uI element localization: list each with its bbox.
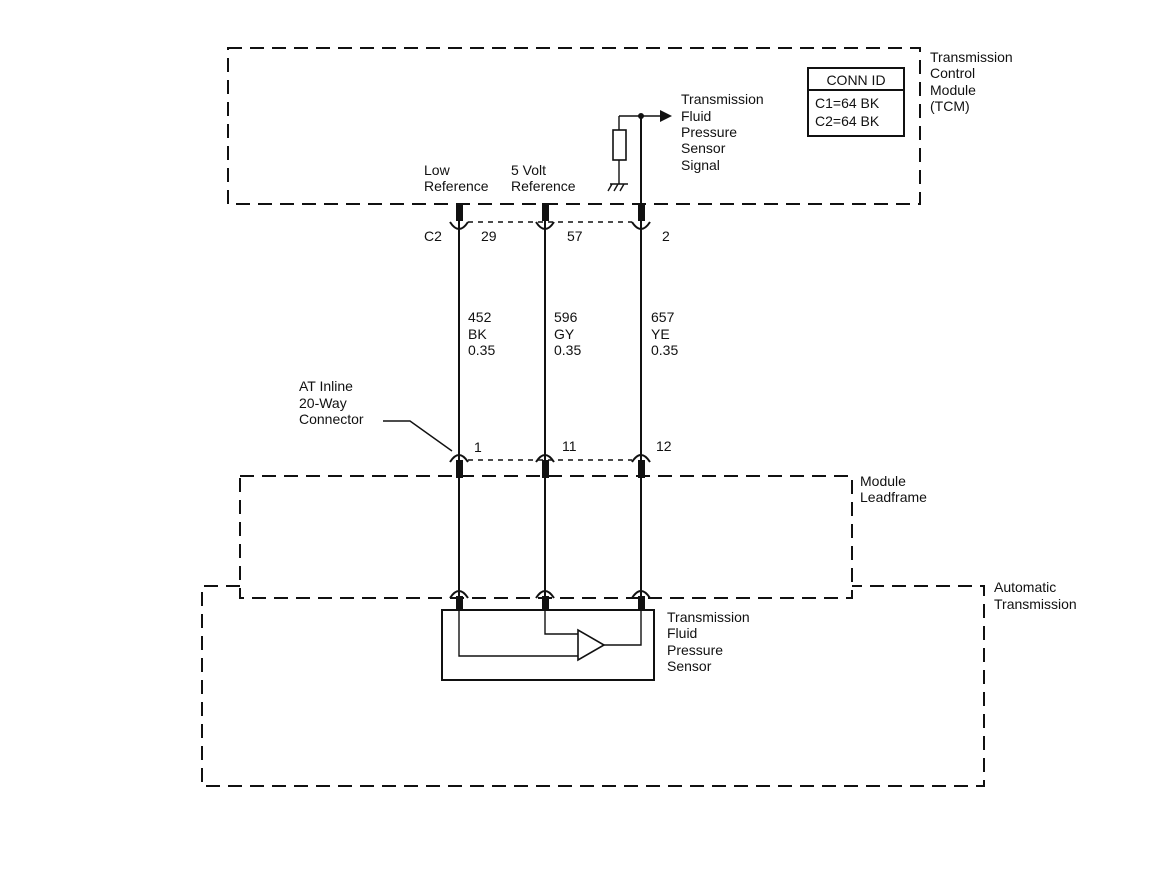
leader-line	[383, 420, 453, 452]
tfp-signal-label: Transmission Fluid Pressure Sensor Signa…	[681, 91, 764, 173]
transmission-label-line: Transmission	[994, 596, 1077, 612]
pin-number: 12	[656, 438, 672, 454]
wire-circuit: 657	[651, 309, 675, 325]
tcm-label-line: Control	[930, 65, 975, 81]
conn-id-table: CONN ID C1=64 BK C2=64 BK	[807, 67, 905, 137]
low-reference-label: Low Reference	[424, 162, 489, 194]
pin-number: 11	[562, 438, 577, 454]
wire-color: BK	[468, 326, 487, 342]
transmission-box	[201, 585, 985, 787]
connector-pin-icon	[535, 203, 555, 230]
pin-number: 29	[481, 228, 497, 244]
connector-pin-icon	[449, 454, 469, 478]
sensor-label-line: Transmission	[667, 609, 750, 625]
pull-down-resistor	[612, 115, 641, 184]
sensor-internal-wire	[604, 610, 642, 646]
inline-connector-label-line: Connector	[299, 411, 364, 427]
wire-gauge: 0.35	[468, 342, 495, 358]
pin-number: 1	[474, 439, 482, 455]
tcm-connector-c2: C2 29 57 2	[424, 203, 670, 244]
tcm-label-line: (TCM)	[930, 98, 970, 114]
transmission-label: Automatic Transmission	[994, 579, 1077, 612]
sensor-connector	[449, 590, 651, 610]
signal-label-line: Signal	[681, 157, 720, 173]
connector-pin-icon	[535, 590, 555, 610]
wire-color: YE	[651, 326, 670, 342]
signal-arrow-icon	[638, 110, 672, 122]
five-volt-reference-label: 5 Volt Reference	[511, 162, 576, 194]
signal-label-line: Sensor	[681, 140, 726, 156]
sensor-label-line: Sensor	[667, 658, 712, 674]
sensor-label: Transmission Fluid Pressure Sensor	[667, 609, 750, 674]
amplifier-icon	[577, 628, 606, 662]
sensor-internal-wire	[544, 610, 578, 635]
inline-connector: 1 11 12	[449, 438, 672, 478]
signal-label-line: Reference	[511, 178, 576, 194]
tcm-label-line: Module	[930, 82, 976, 98]
leadframe-label-line: Leadframe	[860, 489, 927, 505]
tcm-label-line: Transmission	[930, 49, 1013, 65]
connector-pin-icon	[449, 203, 469, 230]
tcm-box	[227, 47, 921, 205]
signal-label-line: Low	[424, 162, 451, 178]
leadframe-label: Module Leadframe	[860, 473, 927, 505]
resistor-body	[612, 129, 627, 161]
pin-number: 2	[662, 228, 670, 244]
pin-number: 57	[567, 228, 583, 244]
inline-connector-label-line: AT Inline	[299, 378, 353, 394]
wire-gauge: 0.35	[554, 342, 581, 358]
connector-pin-icon	[631, 203, 651, 230]
connector-pin-icon	[631, 590, 651, 610]
wire-label-596: 596 GY 0.35	[554, 309, 581, 358]
wire-color: GY	[554, 326, 575, 342]
sensor-label-line: Pressure	[667, 642, 723, 658]
signal-label-line: Fluid	[681, 108, 711, 124]
tcm-label: Transmission Control Module (TCM)	[930, 49, 1013, 114]
conn-id-row: C2=64 BK	[815, 113, 880, 129]
conn-id-border	[807, 67, 905, 137]
transmission-label-line: Automatic	[994, 579, 1056, 595]
connector-pin-icon	[631, 454, 651, 478]
signal-label-line: 5 Volt	[511, 162, 546, 178]
signal-label-line: Pressure	[681, 124, 737, 140]
signal-label-line: Transmission	[681, 91, 764, 107]
connector-pin-icon	[449, 590, 469, 610]
conn-id-row: C1=64 BK	[815, 95, 880, 111]
wire-circuit: 596	[554, 309, 578, 325]
sensor-internal-wire	[458, 610, 578, 657]
wire-label-452: 452 BK 0.35	[468, 309, 495, 358]
pressure-sensor	[441, 609, 655, 681]
wire-gauge: 0.35	[651, 342, 678, 358]
signal-label-line: Reference	[424, 178, 489, 194]
inline-connector-label-line: 20-Way	[299, 395, 347, 411]
connector-pin-icon	[535, 454, 555, 478]
sensor-label-line: Fluid	[667, 625, 697, 641]
wire-label-657: 657 YE 0.35	[651, 309, 678, 358]
leadframe-label-line: Module	[860, 473, 906, 489]
conn-id-title: CONN ID	[826, 72, 885, 88]
wire-circuit: 452	[468, 309, 492, 325]
connector-name: C2	[424, 228, 442, 244]
ground-icon	[607, 183, 628, 192]
inline-connector-label: AT Inline 20-Way Connector	[299, 378, 453, 452]
